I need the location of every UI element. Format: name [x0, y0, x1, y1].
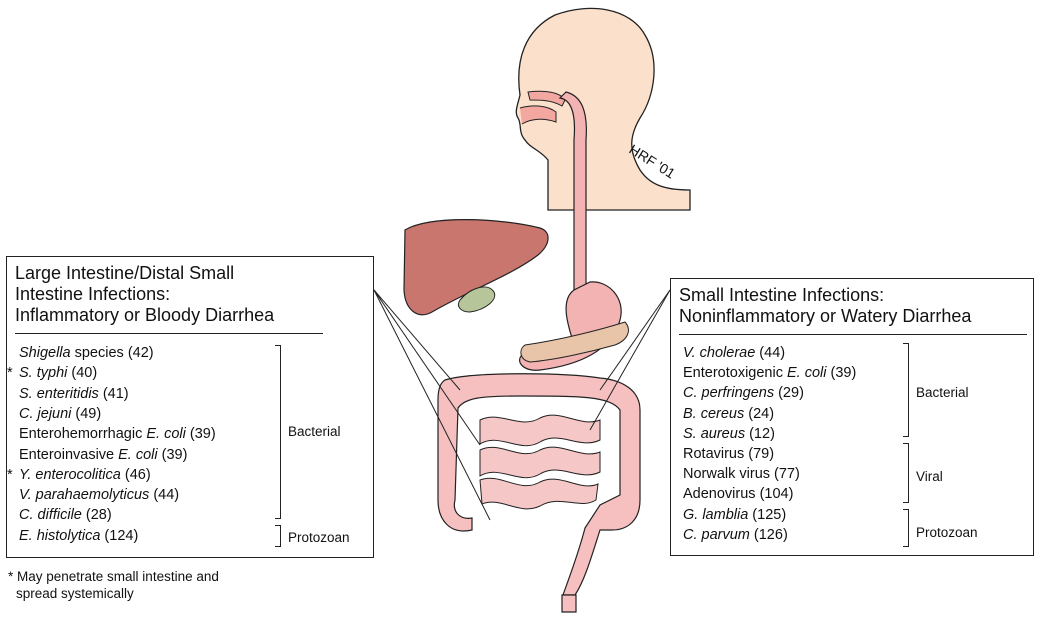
- organism-entry: Enterotoxigenic E. coli (39): [683, 365, 856, 382]
- organism-name: E. coli: [787, 365, 827, 381]
- organism-detail: (124): [100, 528, 138, 544]
- right-box-title: Small Intestine Infections: Noninflammat…: [679, 285, 1019, 327]
- group-label-viral: Viral: [916, 469, 943, 485]
- organism-detail: (41): [99, 386, 129, 402]
- organism-detail: Rotavirus (79): [683, 446, 774, 462]
- group-label-protozoan: Protozoan: [288, 530, 350, 546]
- organism-entry: Y. enterocolitica (46): [19, 467, 151, 484]
- footnote-line: * May penetrate small intestine and: [8, 568, 308, 585]
- small-intestine: [480, 415, 600, 509]
- organism-entry: S. aureus (12): [683, 426, 775, 443]
- organism-entry: Norwalk virus (77): [683, 466, 800, 483]
- left-connector-line: [374, 290, 490, 520]
- organism-name: E. histolytica: [19, 528, 100, 544]
- organism-detail: (39): [826, 365, 856, 381]
- organism-name: V. parahaemolyticus: [19, 487, 149, 503]
- organism-detail: (24): [744, 406, 774, 422]
- organism-detail: (29): [774, 385, 804, 401]
- organism-name: C. parvum: [683, 527, 750, 543]
- large-intestine-infections-box: Large Intestine/Distal Small Intestine I…: [6, 256, 374, 558]
- organism-name: S. enteritidis: [19, 386, 99, 402]
- organism-entry: B. cereus (24): [683, 406, 774, 423]
- organism-entry: V. cholerae (44): [683, 345, 785, 362]
- left-box-title-line: Large Intestine/Distal Small: [15, 263, 325, 284]
- left-box-title-line: Intestine Infections:: [15, 284, 325, 305]
- organism-detail: (44): [149, 487, 179, 503]
- right-box-title-line: Noninflammatory or Watery Diarrhea: [679, 306, 1019, 327]
- organism-entry: S. typhi (40): [19, 365, 97, 382]
- organism-entry: Enteroinvasive E. coli (39): [19, 447, 187, 464]
- organism-name: C. difficile: [19, 507, 82, 523]
- organism-name: Y. enterocolitica: [19, 467, 121, 483]
- organism-name: E. coli: [118, 447, 158, 463]
- organism-entry: S. enteritidis (41): [19, 386, 129, 403]
- organism-entry: G. lamblia (125): [683, 507, 786, 524]
- left-box-title-line: Inflammatory or Bloody Diarrhea: [15, 305, 325, 326]
- organism-detail: Norwalk virus (77): [683, 466, 800, 482]
- organism-name: B. cereus: [683, 406, 744, 422]
- organism-detail: (44): [755, 345, 785, 361]
- organism-entry: Shigella species (42): [19, 345, 154, 362]
- group-label-bacterial: Bacterial: [916, 385, 969, 401]
- left-title-underline: [15, 333, 323, 334]
- organism-name: C. jejuni: [19, 406, 71, 422]
- viral-bracket: [903, 443, 909, 503]
- footnote-star: *: [7, 365, 13, 382]
- group-label-bacterial: Bacterial: [288, 424, 341, 440]
- organism-prefix: Enterohemorrhagic: [19, 426, 146, 442]
- organism-detail: Adenovirus (104): [683, 486, 793, 502]
- organism-detail: (28): [82, 507, 112, 523]
- organism-entry: E. histolytica (124): [19, 528, 138, 545]
- group-label-protozoan: Protozoan: [916, 525, 978, 541]
- organism-entry: C. difficile (28): [19, 507, 112, 524]
- rectum: [562, 595, 576, 612]
- organism-prefix: Enteroinvasive: [19, 447, 118, 463]
- organism-entry: Enterohemorrhagic E. coli (39): [19, 426, 216, 443]
- protozoan-bracket: [903, 509, 909, 547]
- right-box-title-line: Small Intestine Infections:: [679, 285, 1019, 306]
- organism-name: G. lamblia: [683, 507, 748, 523]
- organism-detail: (126): [750, 527, 788, 543]
- organism-entry: V. parahaemolyticus (44): [19, 487, 179, 504]
- organism-entry: Adenovirus (104): [683, 486, 793, 503]
- organism-detail: (39): [158, 447, 188, 463]
- organism-detail: (46): [121, 467, 151, 483]
- organism-entry: Rotavirus (79): [683, 446, 774, 463]
- organism-detail: (125): [748, 507, 786, 523]
- organism-name: Shigella: [19, 345, 71, 361]
- organism-detail: species (42): [71, 345, 154, 361]
- protozoan-bracket: [275, 525, 281, 547]
- footnote-line: spread systemically: [8, 585, 308, 602]
- organism-name: S. aureus: [683, 426, 745, 442]
- organism-name: S. typhi: [19, 365, 67, 381]
- small-intestine-infections-box: Small Intestine Infections: Noninflammat…: [670, 278, 1034, 556]
- organism-detail: (39): [186, 426, 216, 442]
- organism-detail: (12): [745, 426, 775, 442]
- footnote-star: *: [7, 467, 13, 484]
- organism-entry: C. parvum (126): [683, 527, 788, 544]
- footnote: * May penetrate small intestine and spre…: [8, 568, 308, 602]
- organism-entry: C. jejuni (49): [19, 406, 101, 423]
- organism-entry: C. perfringens (29): [683, 385, 804, 402]
- organism-prefix: Enterotoxigenic: [683, 365, 787, 381]
- organism-detail: (40): [67, 365, 97, 381]
- organism-detail: (49): [71, 406, 101, 422]
- organism-name: V. cholerae: [683, 345, 755, 361]
- organism-name: C. perfringens: [683, 385, 774, 401]
- bacterial-bracket: [903, 343, 909, 437]
- right-title-underline: [679, 334, 1027, 335]
- left-box-title: Large Intestine/Distal Small Intestine I…: [15, 263, 325, 326]
- organism-name: E. coli: [146, 426, 186, 442]
- bacterial-bracket: [275, 345, 281, 519]
